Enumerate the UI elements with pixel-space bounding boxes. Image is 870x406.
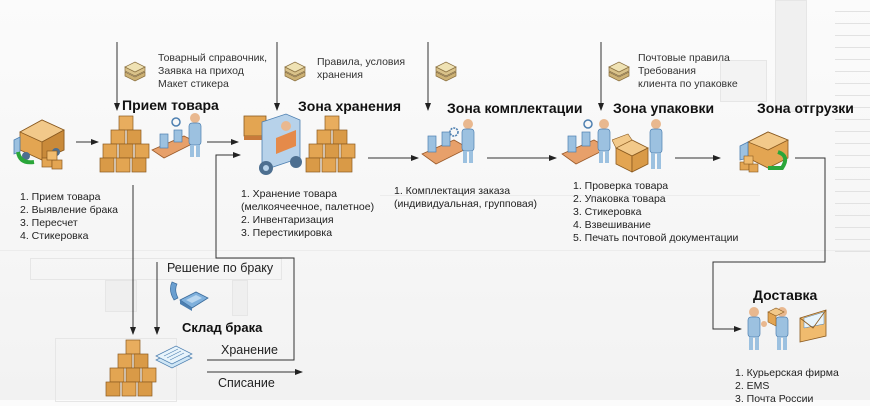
stage-title-otgruzka: Зона отгрузки (757, 100, 854, 116)
input-note-line: Макет стикера (158, 78, 229, 90)
background-decoration (775, 0, 807, 112)
step-item: 2. Инвентаризация (241, 214, 334, 226)
forklift-icon (243, 113, 302, 175)
input-note-hranenie: Правила, условия хранения (317, 56, 405, 82)
delivery-truck-icon (13, 119, 65, 170)
courier-handover-icon (747, 307, 789, 350)
defect-decision-label: Решение по браку (167, 261, 274, 275)
document-stack-icon (608, 61, 630, 82)
background-decoration (380, 195, 760, 196)
step-item: 1. Хранение товара (241, 188, 337, 200)
document-stack-icon (284, 61, 306, 82)
step-item: 5. Печать почтовой документации (573, 232, 739, 244)
envelope-icon (799, 309, 827, 343)
document-stack-icon (435, 61, 457, 82)
input-note-priem: Товарный справочник, Заявка на приход Ма… (158, 52, 267, 91)
defect-storage-label: Хранение (221, 343, 278, 357)
input-note-line: Требования (638, 65, 696, 77)
picking-worker-icon (421, 119, 475, 165)
step-item: 2. Выявление брака (20, 204, 118, 216)
background-decoration (232, 280, 248, 316)
stage-title-komplektacia: Зона комплектации (447, 100, 583, 116)
background-decoration (105, 280, 137, 312)
step-item: 3. Перестикировка (241, 227, 333, 239)
flow-arrow-otgruzka-to-dostavka (712, 157, 826, 332)
step-item: 1. Проверка товара (573, 180, 669, 192)
input-note-line: Заявка на приход (158, 65, 244, 77)
input-note-upakovka: Почтовые правила Требования клиента по у… (638, 52, 738, 91)
stage-title-upakovka: Зона упаковки (613, 100, 715, 116)
papers-icon (155, 345, 193, 369)
stage-steps-priem: 1. Прием товара 2. Выявление брака 3. Пе… (20, 191, 118, 243)
packing-worker-icon (612, 119, 663, 173)
input-note-line: хранения (317, 69, 363, 81)
inspection-worker-icon (561, 119, 611, 165)
background-decoration (0, 250, 870, 251)
step-item: 2. Упаковка товара (573, 193, 666, 205)
step-item: 1. Комплектация заказа (394, 185, 511, 197)
background-decoration (835, 0, 870, 260)
input-note-line: Почтовые правила (638, 52, 730, 64)
input-note-line: клиента по упаковке (638, 78, 738, 90)
box-pile-icon (105, 339, 157, 397)
delivery-truck-icon (739, 131, 789, 173)
stage-steps-komplektacia: 1. Комплектация заказа (индивидуальная, … (394, 185, 537, 211)
input-note-line: Правила, условия (317, 56, 406, 68)
background-decoration (30, 258, 282, 280)
step-item: 1. Курьерская фирма (735, 367, 839, 379)
inspection-worker-icon (151, 113, 202, 159)
telephone-icon (170, 281, 209, 311)
stage-steps-upakovka: 1. Проверка товара 2. Упаковка товара 3.… (573, 180, 738, 245)
step-item: 4. Взвешивание (573, 219, 651, 231)
background-decoration (720, 60, 767, 102)
defect-writeoff-label: Списание (218, 376, 275, 390)
step-item: 3. Стикеровка (573, 206, 642, 218)
flow-arrow-defect-storage-return (207, 152, 295, 361)
stage-title-priem: Прием товара (122, 97, 219, 113)
input-note-line: Товарный справочник, (158, 52, 268, 64)
box-pile-icon (99, 115, 150, 173)
step-item: 2. EMS (735, 380, 770, 392)
step-item: (мелкоячеечное, палетное) (241, 201, 375, 213)
stage-title-dostavka: Доставка (753, 287, 818, 303)
box-pile-icon (305, 115, 356, 173)
stage-steps-dostavka: 1. Курьерская фирма 2. EMS 3. Почта Росс… (735, 367, 839, 406)
defect-title: Склад брака (182, 320, 263, 335)
step-item: 1. Прием товара (20, 191, 101, 203)
stage-title-hranenie: Зона хранения (298, 98, 402, 114)
step-item: 4. Стикеровка (20, 230, 89, 242)
step-item: (индивидуальная, групповая) (394, 198, 537, 210)
stage-steps-hranenie: 1. Хранение товара (мелкоячеечное, палет… (241, 188, 374, 240)
document-stack-icon (124, 61, 146, 82)
step-item: 3. Пересчет (20, 217, 78, 229)
